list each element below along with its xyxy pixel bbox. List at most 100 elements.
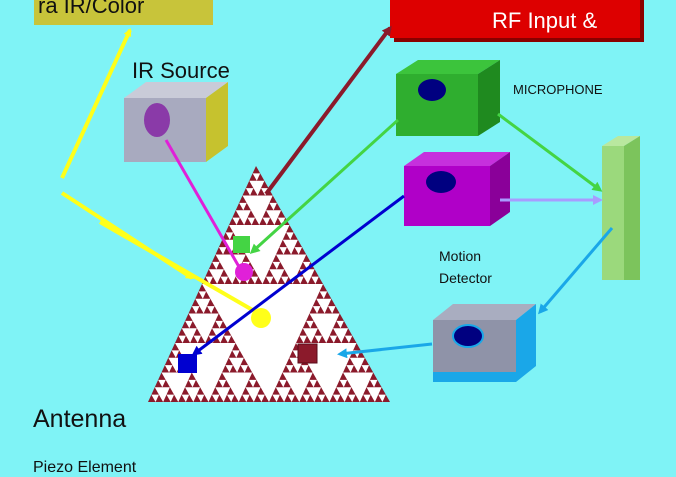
fractal-hole — [232, 350, 240, 358]
fractal-hole — [336, 387, 352, 402]
fractal-hole — [188, 379, 196, 388]
fractal-hole — [306, 320, 314, 329]
fractal-hole — [188, 313, 219, 343]
fractal-hole — [178, 335, 186, 343]
fractal-hole — [257, 394, 265, 402]
fractal-hole — [336, 320, 344, 329]
fractal-hole — [316, 298, 332, 314]
fractal-hole — [282, 239, 298, 255]
fractal-hole — [287, 394, 296, 402]
fractal-hole — [286, 232, 294, 240]
arrow-camera-up — [60, 28, 132, 179]
arrow-yellow-dot — [99, 220, 257, 314]
fractal-hole — [301, 365, 309, 373]
fractal-hole — [250, 276, 259, 284]
microphone-box — [396, 60, 500, 136]
fractal-hole — [285, 365, 294, 373]
fractal-hole — [215, 254, 246, 284]
fractal-hole — [272, 261, 281, 270]
fractal-hole — [247, 217, 256, 225]
fractal-hole — [164, 365, 173, 373]
motion-label-line2: Detector — [439, 270, 492, 286]
arrow-rf-input — [264, 25, 392, 196]
fractal-hole — [339, 379, 348, 388]
fractal-hole — [235, 210, 251, 225]
fractal-hole — [228, 357, 244, 373]
fractal-hole — [161, 372, 192, 402]
fractal-hole — [181, 394, 190, 402]
fractal-hole — [262, 217, 271, 225]
fractal-hole — [269, 202, 277, 211]
fractal-hole — [223, 335, 232, 343]
fractal-hole — [248, 379, 257, 388]
fractal-hole — [363, 394, 371, 402]
fractal-hole — [378, 394, 386, 402]
fractal-hole — [193, 335, 202, 343]
ir-source-label: IR Source — [132, 58, 230, 83]
fractal-hole — [277, 217, 286, 225]
magenta-circle-marker — [235, 263, 253, 281]
fractal-hole — [299, 335, 307, 343]
fractal-hole — [211, 394, 220, 402]
fractal-hole — [266, 210, 282, 225]
blue-square-marker — [178, 354, 197, 373]
fractal-hole — [306, 387, 322, 402]
rf-input-text: RF Input & — [492, 8, 598, 33]
fractal-hole — [275, 387, 291, 402]
motion-label-line1: Motion — [439, 248, 482, 264]
fractal-hole — [343, 372, 374, 402]
fractal-hole — [245, 387, 261, 402]
fractal-hole — [279, 379, 287, 388]
fractal-hole — [302, 261, 311, 270]
fractal-hole — [276, 254, 307, 284]
fractal-hole — [215, 387, 231, 402]
piezo-icon — [452, 324, 484, 348]
arrow-ir-to-antenna — [164, 139, 244, 273]
fractal-hole — [215, 320, 223, 329]
fractal-hole — [191, 306, 200, 314]
fractal-hole — [369, 379, 378, 388]
fractal-hole — [212, 261, 220, 270]
fractal-hole — [171, 350, 180, 358]
fractal-hole — [349, 357, 365, 373]
fractal-hole — [296, 276, 304, 284]
rf-input-label: RF Input & — [390, 0, 640, 38]
fractal-hole — [239, 202, 247, 211]
arrow-motion-to-antenna — [191, 194, 405, 356]
arrow-panel-to-piezo — [538, 227, 614, 315]
fractal-hole — [208, 269, 224, 284]
fractal-hole — [151, 394, 159, 402]
fractal-hole — [245, 188, 254, 196]
fractal-hole — [202, 284, 323, 402]
fractal-hole — [328, 306, 336, 314]
fractal-hole — [302, 394, 311, 402]
fractal-hole — [227, 394, 235, 402]
fractal-hole — [361, 365, 370, 373]
fractal-hole — [302, 328, 318, 343]
fractal-hole — [272, 394, 280, 402]
fractal-hole — [317, 394, 326, 402]
fractal-hole — [344, 335, 353, 343]
fractal-hole — [319, 291, 328, 299]
fractal-hole — [154, 387, 170, 402]
fractal-hole — [279, 247, 287, 255]
fractal-hole — [252, 173, 261, 181]
fractal-hole — [195, 298, 211, 314]
piezo-box — [433, 304, 536, 382]
fractal-hole — [242, 394, 250, 402]
microphone-label: MICROPHONE — [513, 82, 603, 97]
motion-detector-box — [404, 152, 510, 226]
arrow-piezo-to-antenna — [337, 342, 433, 359]
fractal-hole — [242, 195, 273, 225]
fractal-hole — [265, 276, 274, 284]
fractal-hole — [348, 394, 356, 402]
fractal-hole — [225, 365, 233, 373]
green-square-marker — [233, 236, 250, 253]
fractal-hole — [240, 365, 249, 373]
microphone-icon — [418, 79, 446, 101]
fractal-hole — [158, 379, 166, 388]
fractal-hole — [225, 232, 234, 240]
camera-label: ra IR/Color — [34, 0, 213, 25]
fractal-hole — [185, 387, 201, 402]
